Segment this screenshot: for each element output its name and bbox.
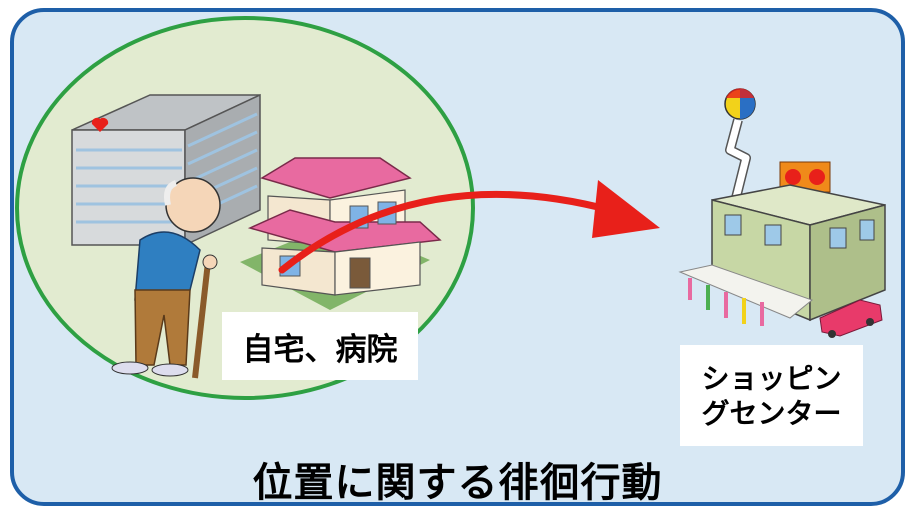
home-hospital-label: 自宅、病院 xyxy=(222,312,418,380)
shopping-center-text-line1: ショッピン xyxy=(701,361,842,395)
shopping-center-label: ショッピン グセンター xyxy=(680,345,863,446)
elderly-man-icon xyxy=(111,177,221,379)
heart-icon xyxy=(91,117,109,132)
house-icon xyxy=(240,157,442,310)
movement-arrow xyxy=(278,180,660,274)
car-icon xyxy=(819,299,883,338)
shopping-center-text-line2: グセンター xyxy=(701,396,842,430)
home-hospital-text: 自宅、病院 xyxy=(242,331,398,368)
shopping-center-icon xyxy=(678,88,886,338)
diagram-caption: 位置に関する徘徊行動 xyxy=(252,460,663,506)
hospital-icon xyxy=(71,93,261,247)
